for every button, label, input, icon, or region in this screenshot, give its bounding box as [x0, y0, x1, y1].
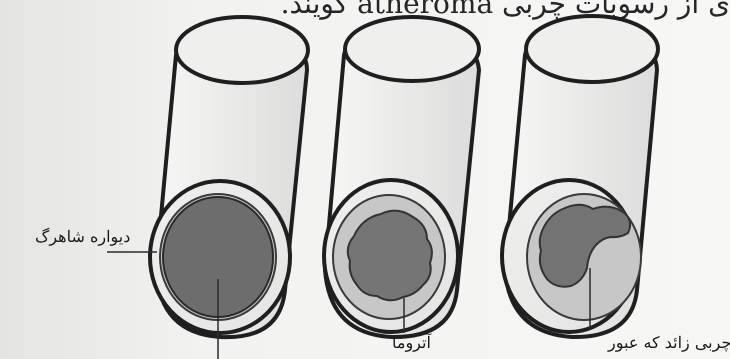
- label-atheroma: آتروما: [392, 335, 431, 351]
- artery-left: [107, 17, 308, 359]
- artery-left-top-end: [176, 17, 308, 83]
- label-fat-passage: موادچربی زائد که عبور: [608, 335, 730, 351]
- artery-right: [502, 16, 658, 337]
- artery-right-top-end: [526, 16, 658, 82]
- artery-middle-top-end: [345, 17, 479, 81]
- label-artery-wall: دیواره شاهرگ: [35, 229, 130, 245]
- artery-middle: [324, 17, 479, 337]
